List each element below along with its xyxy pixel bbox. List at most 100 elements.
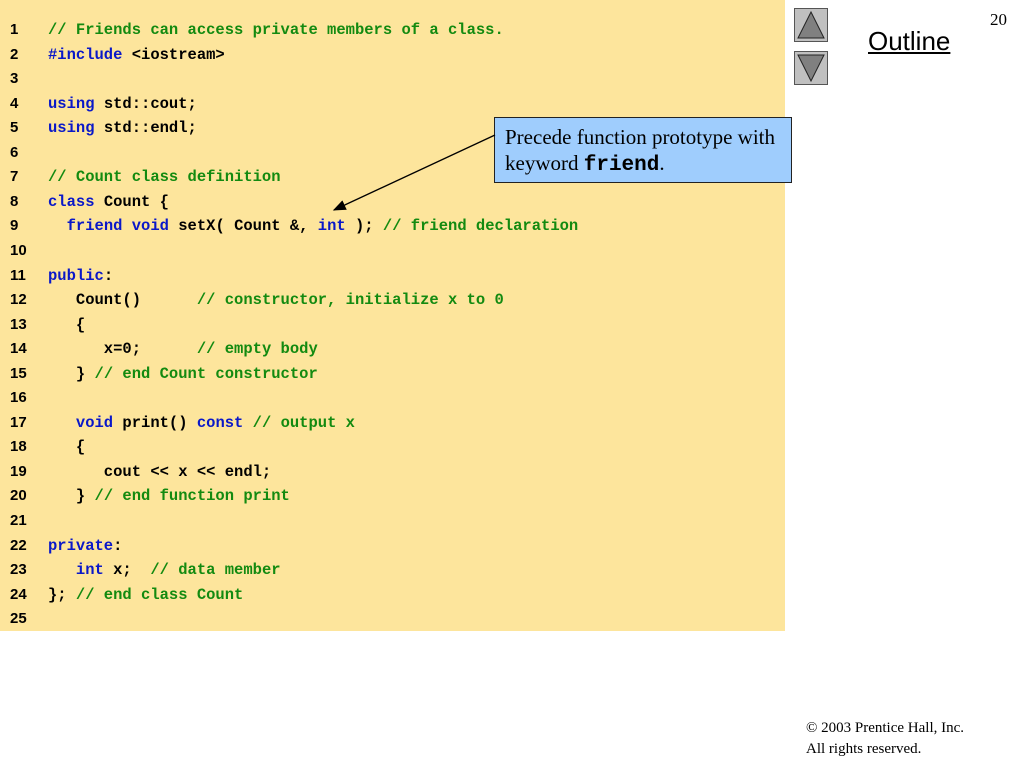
code-text: public: — [48, 264, 113, 288]
code-token: } — [48, 364, 95, 383]
code-token: : — [113, 536, 123, 555]
code-text: { — [48, 435, 85, 459]
code-token — [243, 414, 252, 432]
line-number: 3 — [10, 70, 19, 88]
code-text: friend void setX( Count &, int ); // fri… — [48, 214, 579, 238]
line-number: 8 — [10, 192, 19, 210]
code-text: } // end Count constructor — [48, 362, 318, 386]
code-text: { — [48, 313, 85, 337]
line-number: 7 — [10, 168, 19, 186]
code-token: { — [48, 315, 86, 334]
code-token: { — [48, 438, 86, 457]
code-text: x=0; // empty body — [48, 337, 318, 361]
code-comment: // empty body — [196, 340, 318, 359]
callout-box: Precede function prototype with keyword … — [494, 117, 792, 183]
code-comment: // Friends can access private members of… — [48, 21, 504, 39]
line-number: 12 — [10, 291, 27, 309]
code-token: : — [103, 266, 114, 285]
code-keyword: void — [131, 217, 169, 236]
code-keyword: int — [75, 561, 104, 580]
code-token — [48, 561, 76, 579]
code-keyword: public — [48, 266, 104, 285]
code-token: std::endl; — [94, 119, 197, 138]
line-number: 17 — [10, 413, 27, 431]
next-slide-button[interactable] — [794, 51, 828, 85]
code-comment: // Count class definition — [48, 168, 281, 187]
previous-slide-button[interactable] — [794, 8, 828, 42]
code-token: x=0; — [48, 340, 197, 359]
code-text: private: — [48, 534, 122, 558]
code-token: Count { — [94, 192, 169, 211]
code-text: // Count class definition — [48, 165, 281, 189]
code-text: using std::cout; — [48, 92, 197, 116]
code-keyword: const — [196, 413, 244, 432]
code-keyword: using — [48, 94, 95, 113]
down-triangle-icon — [797, 54, 825, 83]
code-comment: // constructor, initialize x to 0 — [196, 291, 504, 310]
code-token: print() — [113, 413, 197, 432]
up-triangle-icon — [797, 10, 825, 39]
code-token: ); — [345, 217, 383, 236]
code-token: <iostream> — [122, 45, 225, 64]
rights-line: All rights reserved. — [806, 741, 922, 757]
line-number: 14 — [10, 340, 27, 358]
code-token: std::cout; — [94, 94, 197, 113]
line-number: 19 — [10, 462, 27, 480]
code-token: cout << x << endl; — [48, 462, 272, 481]
line-number: 18 — [10, 438, 27, 456]
line-number: 9 — [10, 217, 19, 235]
line-number: 15 — [10, 364, 27, 382]
code-token: }; — [48, 585, 76, 604]
line-number: 4 — [10, 94, 19, 112]
code-keyword: friend — [66, 217, 123, 236]
code-text: using std::endl; — [48, 116, 197, 140]
callout-keyword: friend — [583, 154, 660, 177]
code-comment: // end Count constructor — [94, 364, 318, 383]
line-number: 22 — [10, 536, 27, 554]
code-keyword: using — [48, 119, 95, 138]
code-token: x; — [103, 561, 151, 580]
line-number: 11 — [10, 266, 26, 284]
code-text: Count() // constructor, initialize x to … — [48, 288, 504, 312]
line-number: 13 — [10, 315, 27, 333]
code-keyword: private — [48, 536, 114, 555]
line-number: 1 — [10, 21, 19, 38]
callout-text-end: . — [659, 151, 665, 175]
line-number: 25 — [10, 610, 27, 628]
code-text: void print() const // output x — [48, 411, 355, 435]
code-text: // Friends can access private members of… — [48, 18, 504, 42]
line-number: 23 — [10, 561, 27, 579]
code-text: cout << x << endl; — [48, 460, 271, 484]
code-keyword: void — [75, 413, 114, 432]
line-number: 16 — [10, 389, 27, 407]
code-keyword: #include — [48, 45, 123, 64]
code-token — [48, 414, 76, 432]
code-text: }; // end class Count — [48, 583, 243, 607]
outline-link[interactable]: Outline — [868, 26, 951, 56]
code-text: #include <iostream> — [48, 43, 225, 67]
code-token: setX( Count &, — [168, 217, 318, 236]
code-text: int x; // data member — [48, 558, 281, 582]
code-token: Count() — [48, 291, 197, 310]
page-number: 20 — [990, 10, 1007, 29]
code-text: } // end function print — [48, 484, 290, 508]
code-token: } — [48, 487, 95, 506]
code-keyword: class — [48, 192, 95, 211]
line-number: 5 — [10, 119, 19, 137]
copyright-notice: © 2003 Prentice Hall, Inc. All rights re… — [806, 718, 964, 760]
line-number: 2 — [10, 45, 19, 63]
code-comment: // data member — [150, 561, 281, 580]
line-number: 10 — [10, 241, 27, 259]
callout-text: Precede function prototype with keyword — [505, 125, 776, 175]
code-comment: // end class Count — [75, 585, 244, 604]
code-comment: // friend declaration — [382, 217, 579, 236]
code-comment: // end function print — [94, 487, 290, 506]
code-text: class Count { — [48, 190, 169, 214]
code-comment: // output x — [252, 413, 355, 432]
line-number: 21 — [10, 512, 27, 529]
line-number: 24 — [10, 585, 27, 603]
line-number: 6 — [10, 143, 19, 161]
code-panel: 1 // Friends can access private members o… — [0, 0, 785, 631]
line-number: 20 — [10, 487, 27, 505]
code-keyword: int — [317, 217, 346, 236]
